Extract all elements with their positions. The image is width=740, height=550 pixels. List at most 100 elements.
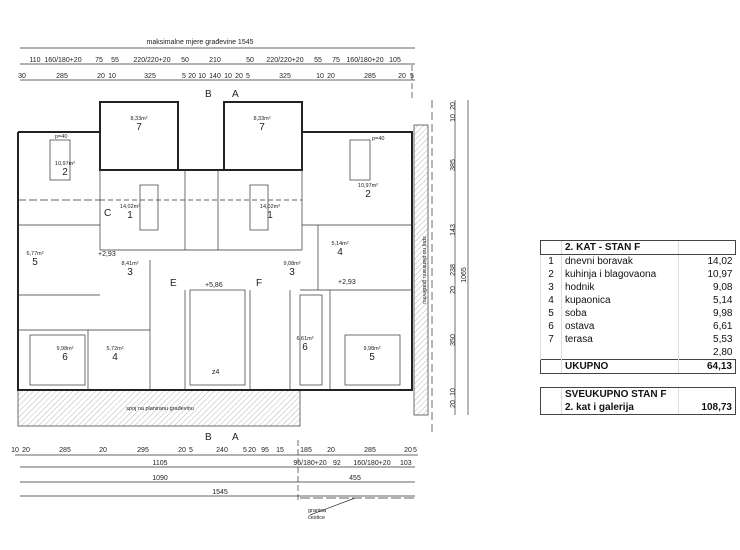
- max-dimensions-title: maksimalne mjere građevine 1545: [147, 39, 254, 46]
- room-name: soba: [561, 307, 679, 320]
- room-area: 2,80: [678, 346, 736, 360]
- terrace-right: [223, 101, 303, 171]
- top-dim-2: 325: [144, 73, 156, 80]
- room-number: 1: [540, 254, 562, 268]
- top-dim-2: 20: [97, 73, 105, 80]
- dimension-lines: [15, 47, 469, 516]
- room-number: 3: [127, 267, 133, 278]
- room-number: 1: [127, 210, 133, 221]
- bottom-dim-1: 95: [261, 447, 269, 454]
- bottom-dim-1: 20: [99, 447, 107, 454]
- top-dim-2: 20: [235, 73, 243, 80]
- room-name: terasa: [561, 333, 679, 346]
- bottom-dim-1: 5: [413, 447, 417, 454]
- p40-right: p=40: [372, 136, 384, 142]
- right-note: spoj na planiranu građevinu: [421, 236, 427, 304]
- room-number: [540, 346, 562, 360]
- right-dim: 20: [450, 400, 457, 408]
- top-dim-1: 160/180+20: [44, 57, 81, 64]
- bottom-dim-1: 285: [59, 447, 71, 454]
- room-number: 4: [112, 352, 118, 363]
- top-dim-1: 220/220+20: [133, 57, 170, 64]
- terrace-left: [99, 101, 179, 171]
- bottom-dim-1: 20: [404, 447, 412, 454]
- room-number: 5: [369, 352, 375, 363]
- bottom-dim-1: 20: [248, 447, 256, 454]
- room-number: 7: [136, 122, 142, 133]
- room-name: ostava: [561, 320, 679, 333]
- dim-160: 160/180+20: [353, 460, 390, 467]
- dim-1090: 1090: [152, 475, 168, 482]
- room-number: 7: [259, 122, 265, 133]
- bottom-dim-1: 285: [364, 447, 376, 454]
- p40-left: p=40: [55, 134, 67, 140]
- right-dim: 20: [450, 286, 457, 294]
- top-dim-2: 5: [246, 73, 250, 80]
- top-dim-2: 20: [327, 73, 335, 80]
- room-area: 6,61: [678, 320, 736, 333]
- room-area: 6,61m²: [296, 336, 313, 342]
- top-dim-1: 160/180+20: [346, 57, 383, 64]
- top-dim-1: 75: [95, 57, 103, 64]
- top-dim-1: 55: [314, 57, 322, 64]
- room-area: 5,14m²: [331, 241, 348, 247]
- top-dim-2: 285: [364, 73, 376, 80]
- total-value: 64,13: [678, 359, 736, 374]
- dim-1105: 1105: [152, 460, 167, 467]
- top-dim-2: 325: [279, 73, 291, 80]
- dim-103: 103: [400, 460, 412, 467]
- top-dim-1: 50: [181, 57, 189, 64]
- room-area: 9,98m²: [56, 346, 73, 352]
- adjacent-building-strip: [17, 389, 301, 427]
- bottom-dim-1: 10: [11, 447, 19, 454]
- room-area: 8,33m²: [253, 116, 270, 122]
- room-number: 4: [540, 294, 562, 307]
- top-dim-2: 20: [188, 73, 196, 80]
- top-dim-2: 10: [108, 73, 116, 80]
- room-area: 10,97m²: [55, 161, 75, 167]
- dim-92: 92: [333, 460, 341, 467]
- bottom-dim-1: 5: [189, 447, 193, 454]
- table-title: 2. KAT - STAN F: [561, 240, 679, 255]
- bottom-dim-1: 295: [137, 447, 149, 454]
- top-dim-2: 5: [410, 73, 414, 80]
- granica-label-1: granica: [308, 508, 327, 514]
- bottom-dim-1: 20: [22, 447, 30, 454]
- right-dim: 10: [450, 114, 457, 122]
- top-dim-1: 110: [29, 57, 40, 64]
- top-dim-1: 50: [246, 57, 254, 64]
- interior-walls: [18, 132, 412, 390]
- room-area: 9,98: [678, 307, 736, 320]
- top-dim-1: 55: [111, 57, 119, 64]
- room-number: 3: [289, 267, 295, 278]
- room-number: 3: [540, 281, 562, 294]
- room-number: 5: [32, 257, 38, 268]
- left-apartment-rooms: 78,33m²210,97m²114,02m²56,77m²38,41m²69,…: [26, 116, 147, 363]
- bottom-dim-1: 20: [178, 447, 186, 454]
- room-name: [561, 346, 679, 360]
- top-dim-2: 30: [18, 73, 26, 80]
- right-dim: 238: [450, 264, 457, 276]
- room-area: 5,53: [678, 333, 736, 346]
- top-dim-1: 105: [389, 57, 401, 64]
- top-dim-2: 20: [398, 73, 406, 80]
- room-name: dnevni boravak: [561, 254, 679, 268]
- room-number: 1: [267, 210, 273, 221]
- dim-455: 455: [349, 475, 361, 482]
- room-area: 10,97: [678, 268, 736, 281]
- room-area: 5,14: [678, 294, 736, 307]
- section-b-top: B: [205, 89, 212, 100]
- bottom-dim-1: 240: [216, 447, 228, 454]
- level-left: +2,93: [98, 251, 116, 258]
- room-area: 14,02m²: [260, 204, 280, 210]
- right-dim: 10: [450, 388, 457, 396]
- table-row: 2,80: [540, 346, 736, 360]
